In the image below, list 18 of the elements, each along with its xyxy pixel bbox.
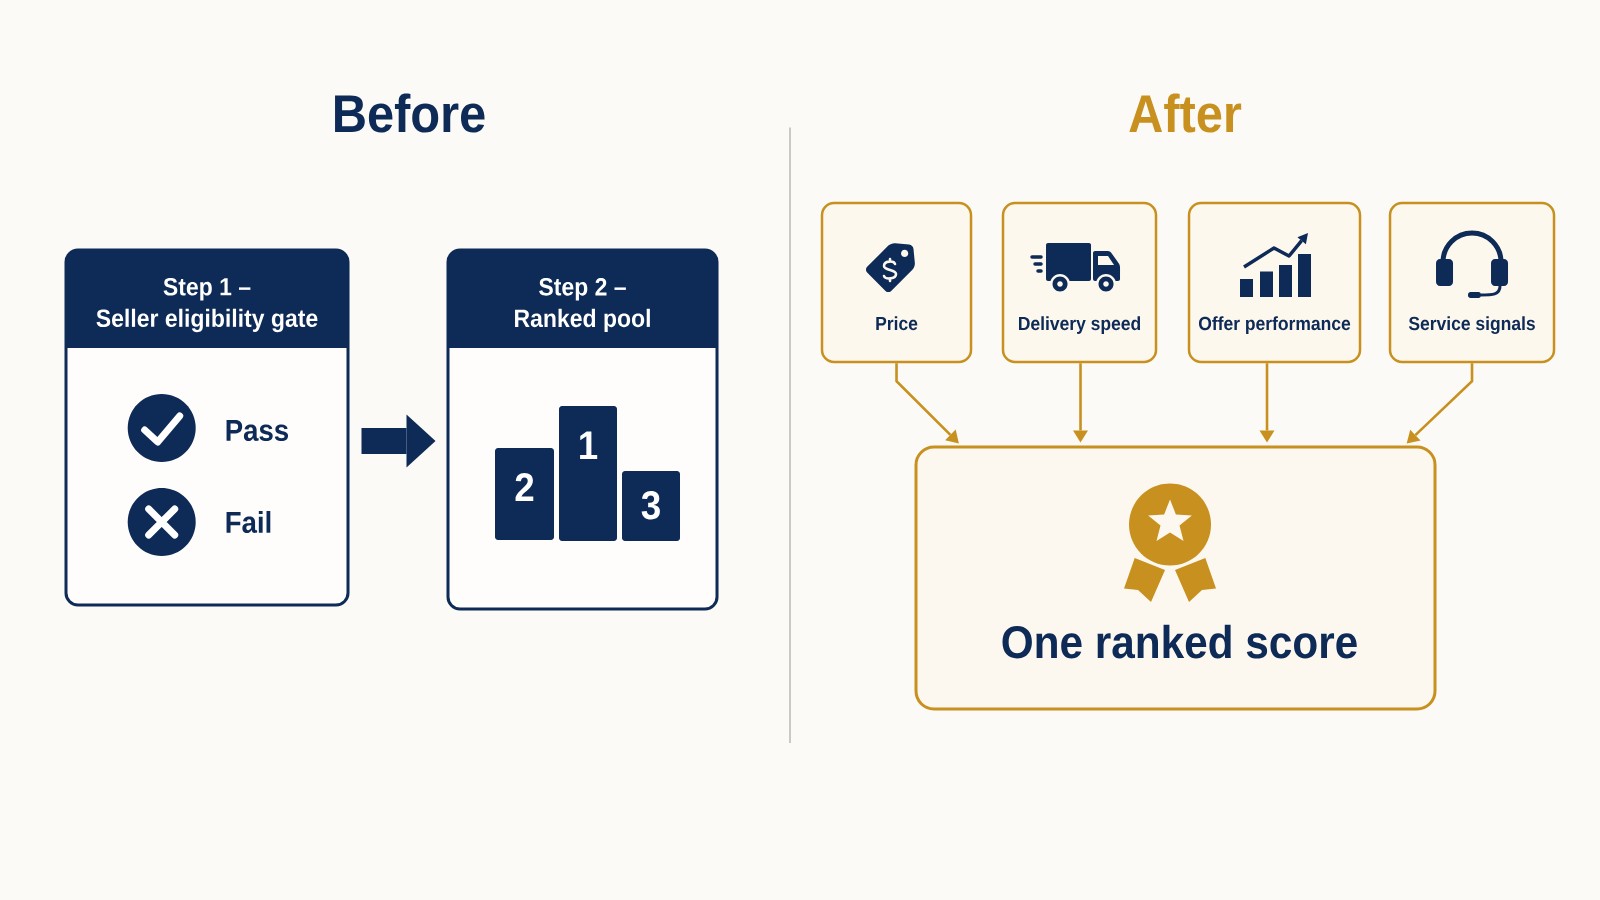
score-box: One ranked score: [914, 445, 1437, 711]
card-header: Step 1 – Seller eligibility gate: [66, 250, 348, 348]
podium-block: 2: [495, 448, 554, 540]
block-arrow: [361, 414, 436, 468]
section-heading: Before: [335, 93, 485, 133]
section-heading: After: [1129, 93, 1242, 133]
status-label: Pass: [226, 420, 289, 441]
card-header: Step 2 – Ranked pool: [448, 250, 717, 348]
arrow: [895, 363, 959, 444]
factor-card: Offer performance: [1187, 201, 1362, 364]
status-label: Fail: [226, 510, 271, 533]
factor-card: Service signals: [1388, 201, 1556, 364]
podium-block: 3: [622, 471, 680, 541]
factor-card: Price: [820, 201, 973, 364]
podium-block: 1: [559, 406, 617, 541]
arrow: [1259, 363, 1275, 443]
arrow: [1406, 363, 1474, 444]
arrow: [1073, 363, 1088, 443]
